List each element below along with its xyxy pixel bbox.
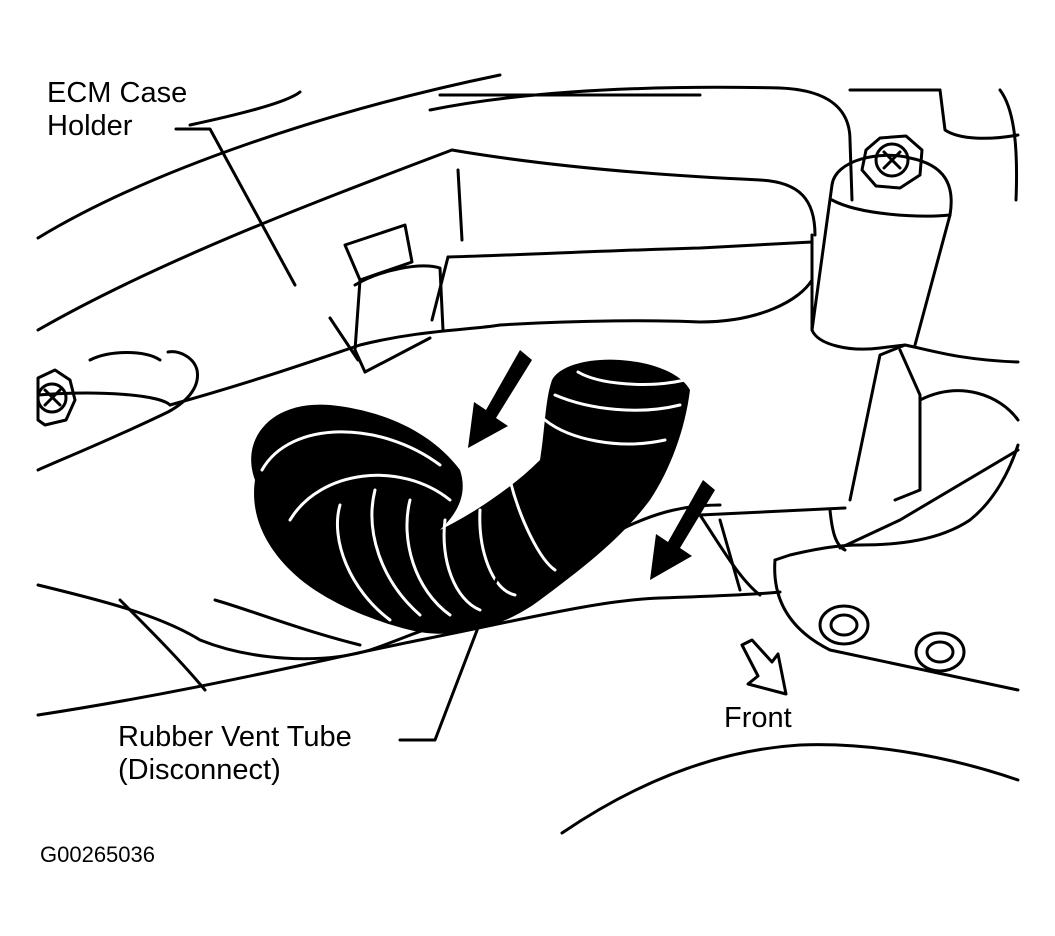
bracket [698, 343, 1020, 692]
bolt-icon [36, 368, 77, 427]
ecm-case-holder-label: ECM Case Holder [47, 77, 187, 143]
rubber-vent-tube-label: Rubber Vent Tube (Disconnect) [118, 721, 352, 787]
ecm-case-holder-label-line-2: Holder [47, 110, 133, 142]
front-direction-icon [740, 638, 788, 696]
ecm-case-holder-label-line-1: ECM Case [47, 77, 188, 109]
ecm-case-holder-leader [174, 127, 297, 287]
rubber-vent-tube-label-line-1: Rubber Vent Tube [118, 721, 352, 753]
disconnect-arrow-left [468, 350, 532, 448]
rubber-vent-tube [251, 359, 690, 634]
rubber-vent-tube-label-line-2: (Disconnect) [118, 754, 281, 786]
rubber-vent-tube-leader [398, 576, 499, 742]
mounting-cylinder [810, 88, 1020, 351]
ecm-case-holder-body [36, 73, 854, 472]
front-label: Front [724, 702, 792, 734]
figure-code: G00265036 [40, 842, 155, 867]
bracket-hole [914, 631, 966, 673]
bolt-icon [860, 134, 924, 190]
bracket-hole [818, 604, 870, 646]
disconnect-arrow-right [650, 480, 715, 580]
